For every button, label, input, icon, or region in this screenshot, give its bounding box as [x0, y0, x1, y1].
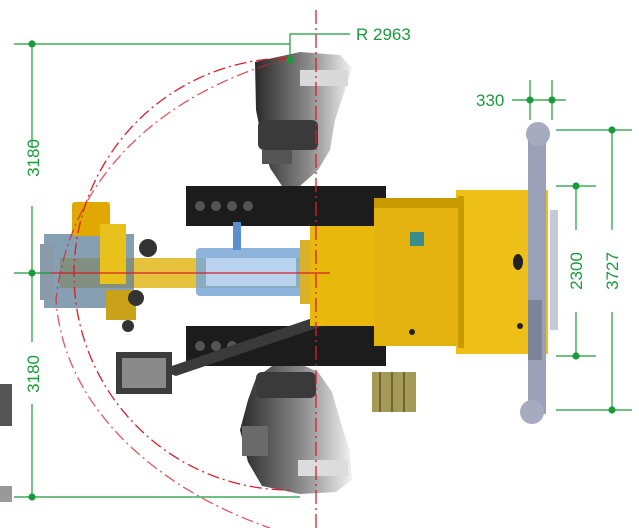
- support-arm: [160, 310, 340, 376]
- track-width-label: 2300: [567, 252, 586, 290]
- half-width-upper-label: 3180: [24, 139, 43, 177]
- status-panel: [410, 232, 424, 246]
- dimension-lines: [14, 33, 632, 501]
- half-width-lower-label: 3180: [24, 355, 43, 393]
- machine-body: [310, 190, 548, 354]
- swing-radius-arc-outer: [55, 57, 291, 528]
- drilling-head: [40, 202, 157, 332]
- machine-illustration: [0, 52, 558, 502]
- outrigger-span-label: 3727: [603, 252, 622, 290]
- upper-support-leg: [255, 52, 352, 186]
- centerlines: [50, 10, 330, 528]
- hose-line: [233, 222, 241, 250]
- swing-radius-arc: [73, 57, 291, 491]
- outrigger: [520, 122, 558, 424]
- reference-marker-bottom: [0, 486, 12, 502]
- battery-pack: [372, 372, 416, 412]
- reference-marker-top: [0, 384, 12, 426]
- lower-support-leg: [240, 362, 352, 494]
- pad-offset-label: 330: [476, 91, 504, 110]
- radius-label: R 2963: [356, 25, 411, 44]
